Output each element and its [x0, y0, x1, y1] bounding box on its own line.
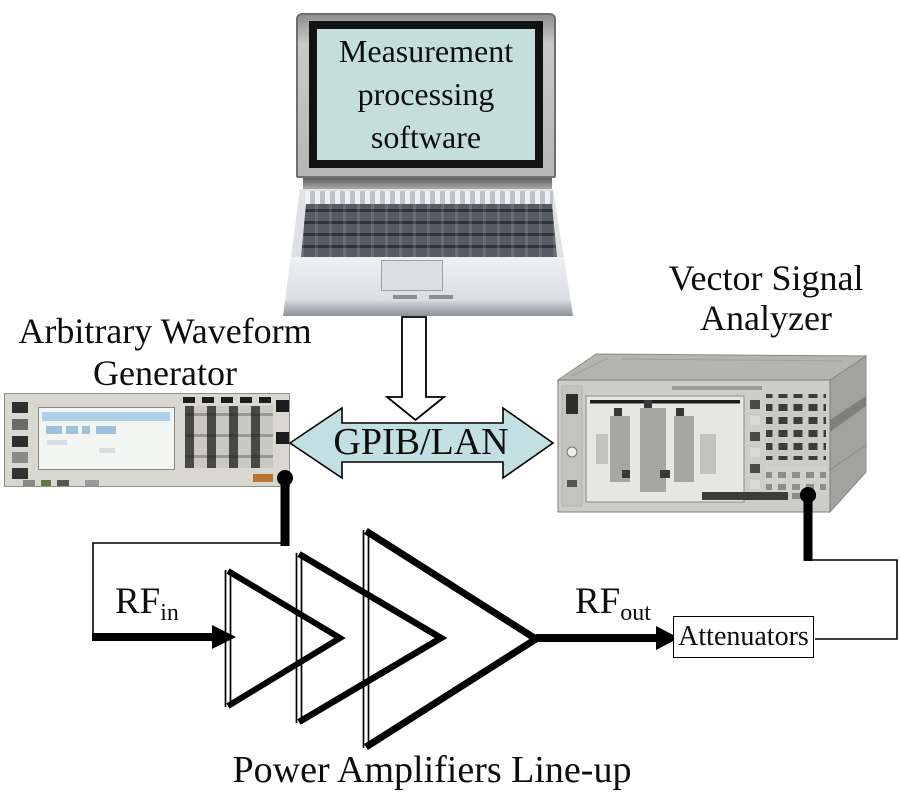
rf-in-base: RF [115, 581, 161, 622]
touchpad-button-right [429, 295, 453, 299]
down-arrow-icon [384, 316, 447, 422]
vector-signal-analyzer-instrument [552, 350, 872, 518]
attenuator-to-vsa-wire [812, 559, 898, 640]
vsa-label-line2: Analyzer [700, 298, 832, 338]
screen-text-line3: software [370, 119, 482, 155]
awg-display-row [47, 440, 67, 445]
amplifier-1-input-edge [224, 570, 232, 707]
awg-knob [12, 436, 28, 447]
awg-display-segment [96, 426, 116, 434]
vsa-label: Vector Signal Analyzer [628, 258, 900, 338]
awg-display [38, 407, 175, 470]
figure-caption: Power Amplifiers Line-up [232, 749, 632, 791]
awg-display-segment [66, 426, 78, 434]
awg-foot [41, 480, 51, 486]
awg-label-line1: Arbitrary Waveform [18, 311, 312, 351]
awg-label: Arbitrary Waveform Generator [0, 310, 330, 394]
rf-in-label: RFin [115, 581, 179, 627]
awg-foot [85, 480, 99, 486]
screen-text-line1: Measurement [338, 33, 514, 69]
laptop-keyboard [301, 204, 557, 257]
laptop-hinge [303, 178, 552, 189]
awg-display-segment [46, 426, 62, 434]
screen-text-line2: processing [357, 76, 495, 112]
rf-out-label: RFout [575, 581, 651, 627]
rf-in-arrowhead [212, 625, 236, 649]
awg-orange-connector [253, 474, 273, 482]
touchpad-button-left [393, 295, 417, 299]
awg-display-segment [82, 426, 90, 434]
awg-side-button [276, 432, 289, 444]
attenuators-box: Attenuators [673, 616, 814, 658]
amplifier-3-icon [364, 528, 543, 750]
laptop-touchpad [381, 260, 443, 291]
arbitrary-waveform-generator-instrument [4, 393, 290, 487]
laptop-front-edge [283, 301, 573, 316]
awg-display-row [99, 448, 115, 453]
rf-out-base: RF [575, 581, 621, 622]
laptop-computer: Measurement processing software [281, 13, 577, 316]
awg-side-button [276, 400, 289, 412]
awg-knob [12, 468, 28, 479]
vsa-graphic [556, 353, 868, 514]
bus-label: GPIB/LAN [333, 421, 509, 463]
amplifier-2-input-edge [295, 553, 303, 723]
laptop-screen: Measurement processing software [317, 29, 535, 160]
awg-display-titlebar [42, 412, 170, 421]
rf-out-subscript: out [620, 600, 651, 626]
awg-knob [12, 402, 28, 413]
amplifier-1-icon [226, 568, 346, 709]
rf-in-subscript: in [160, 600, 179, 626]
awg-knob [12, 452, 28, 463]
laptop-body [283, 189, 573, 316]
vsa-label-line1: Vector Signal [668, 258, 864, 298]
awg-foot [57, 480, 69, 486]
amplifier-3-input-edge [362, 530, 370, 748]
amplifier-2-icon [297, 551, 448, 725]
awg-label-line2: Generator [93, 353, 237, 393]
awg-knob [12, 419, 28, 430]
awg-foot [23, 480, 35, 486]
laptop-vent-strip [305, 191, 553, 205]
awg-button-grid [185, 406, 273, 468]
awg-button-caps [183, 397, 275, 403]
